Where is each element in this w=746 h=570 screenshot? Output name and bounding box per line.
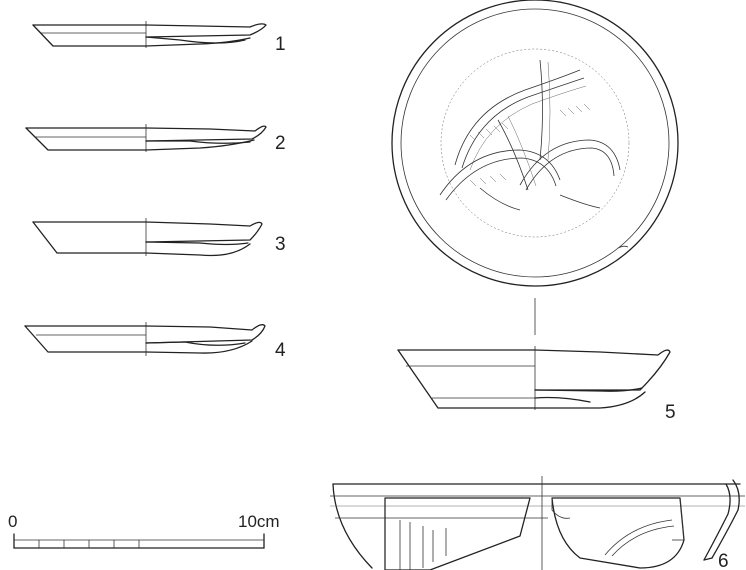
figure-number-3: 3 bbox=[275, 234, 286, 255]
figure-number-2: 2 bbox=[275, 133, 286, 154]
scale-bar bbox=[13, 533, 265, 549]
figure-number-1: 1 bbox=[275, 34, 286, 55]
dish-section-3 bbox=[32, 218, 263, 257]
plate-plan-view bbox=[391, 0, 679, 335]
plate-section-5 bbox=[397, 346, 671, 410]
bowl-section-6 bbox=[330, 476, 745, 570]
dish-section-4 bbox=[24, 322, 266, 356]
dish-section-2 bbox=[25, 124, 267, 152]
figure-number-4: 4 bbox=[275, 340, 286, 361]
scale-start-label: 0 bbox=[8, 512, 17, 531]
figure-number-6: 6 bbox=[718, 551, 729, 570]
scale-end-label: 10cm bbox=[238, 512, 280, 531]
dish-section-1 bbox=[32, 21, 267, 48]
figure-number-5: 5 bbox=[665, 402, 676, 423]
